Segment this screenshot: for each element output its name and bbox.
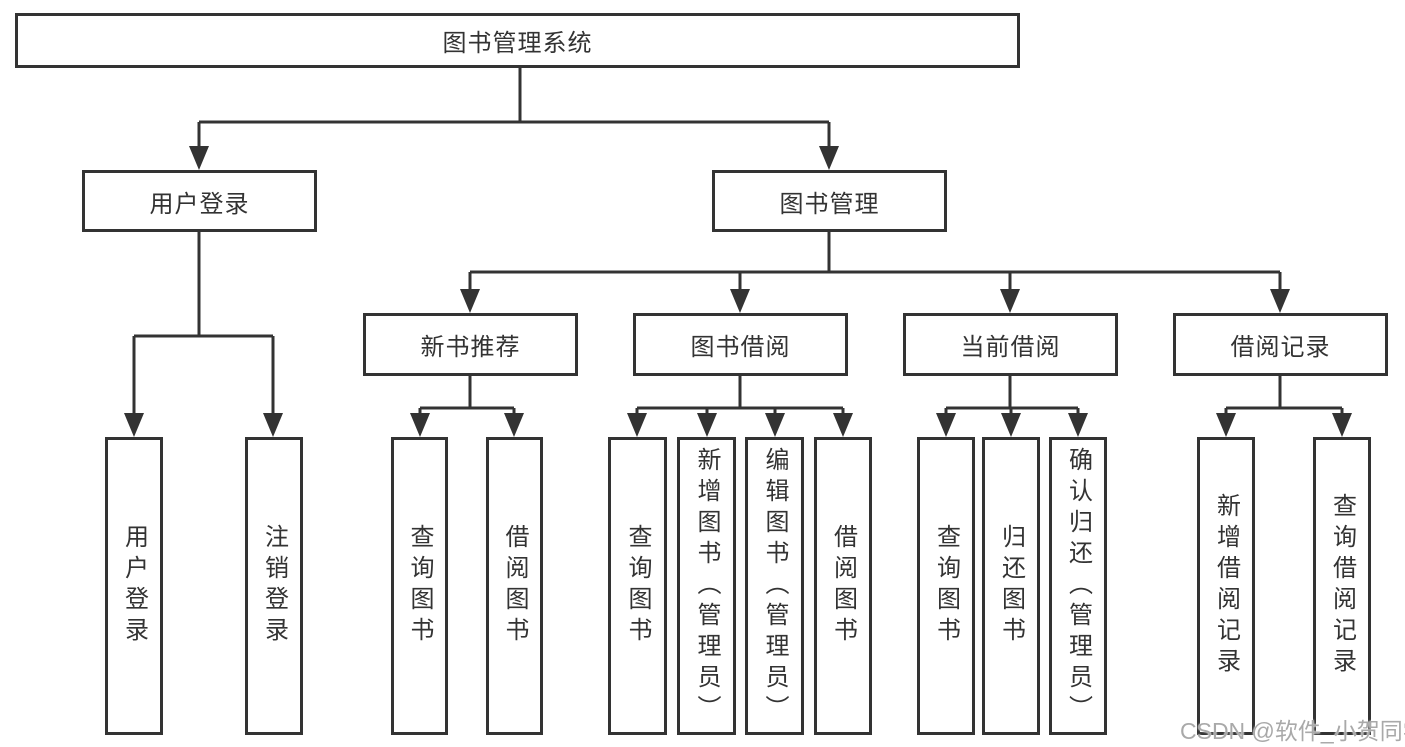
node-label: 归还图书 <box>997 524 1025 648</box>
node-book-borrowing: 图书借阅 <box>633 313 848 376</box>
node-label: 借阅图书 <box>829 524 857 648</box>
node-label: 图书管理系统 <box>442 30 593 57</box>
node-label: 图书管理 <box>779 190 880 218</box>
leaf-borrow-query-books: 查询图书 <box>608 437 667 735</box>
leaf-current-confirm-return-admin: 确认归还（管理员） <box>1049 437 1107 735</box>
leaf-logout: 注销登录 <box>245 437 303 735</box>
leaf-records-add-record: 新增借阅记录 <box>1197 437 1255 735</box>
node-book-management: 图书管理 <box>712 170 947 232</box>
leaf-records-query-record: 查询借阅记录 <box>1313 437 1371 735</box>
csdn-watermark: CSDN @软件_小贺同学 <box>1180 718 1405 744</box>
leaf-borrow-edit-books-admin: 编辑图书（管理员） <box>745 437 804 735</box>
node-library-management-system: 图书管理系统 <box>15 13 1020 68</box>
leaf-borrow-borrow-books: 借阅图书 <box>814 437 872 735</box>
leaf-recommend-borrow-books: 借阅图书 <box>486 437 543 735</box>
node-label: 新书推荐 <box>420 334 521 361</box>
leaf-current-return-books: 归还图书 <box>982 437 1040 735</box>
leaf-user-login: 用户登录 <box>105 437 163 735</box>
node-label: 借阅图书 <box>501 524 528 648</box>
node-label: 编辑图书（管理员） <box>761 446 788 726</box>
leaf-recommend-query-books: 查询图书 <box>391 437 448 735</box>
leaf-current-query-books: 查询图书 <box>917 437 975 735</box>
node-label: 新增借阅记录 <box>1212 493 1240 679</box>
node-borrowing-records: 借阅记录 <box>1173 313 1388 376</box>
node-label: 注销登录 <box>260 524 288 648</box>
node-label: 确认归还（管理员） <box>1064 446 1092 726</box>
leaf-borrow-add-books-admin: 新增图书（管理员） <box>677 437 736 735</box>
node-user-login: 用户登录 <box>82 170 317 232</box>
node-label: 借阅记录 <box>1230 334 1331 361</box>
node-label: 新增图书（管理员） <box>693 446 720 726</box>
node-label: 查询图书 <box>932 524 960 648</box>
node-label: 用户登录 <box>120 524 148 648</box>
node-label: 图书借阅 <box>690 334 791 361</box>
node-label: 用户登录 <box>149 190 250 218</box>
node-label: 当前借阅 <box>960 334 1061 361</box>
node-current-borrowing: 当前借阅 <box>903 313 1118 376</box>
node-label: 查询借阅记录 <box>1328 493 1356 679</box>
node-new-book-recommend: 新书推荐 <box>363 313 578 376</box>
node-label: 查询图书 <box>624 524 651 648</box>
node-label: 查询图书 <box>406 524 433 648</box>
